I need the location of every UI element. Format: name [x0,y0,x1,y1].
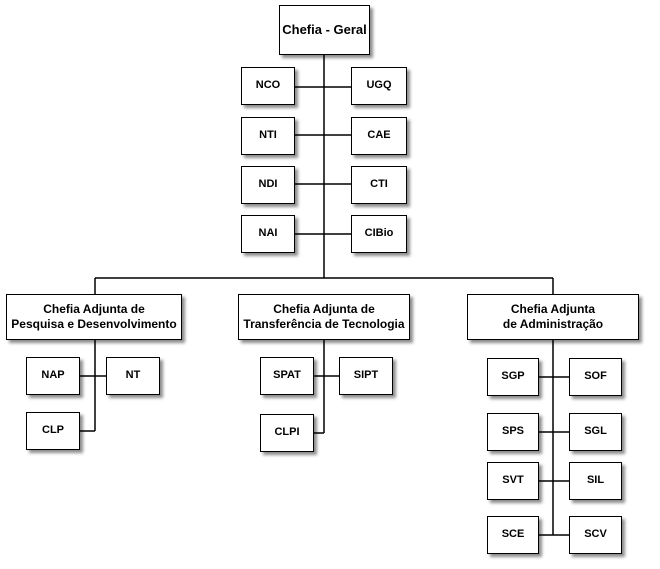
staff-label: NDI [258,178,278,191]
staff-box: NDI [241,166,295,204]
unit-box: NAP [26,357,80,395]
staff-box: NAI [241,215,295,253]
unit-box: SPAT [260,357,314,395]
division-line1: Chefia Adjunta [510,302,596,316]
unit-label: NT [125,369,141,382]
unit-box: SOF [569,358,622,396]
unit-label: SOF [584,370,607,383]
unit-label: NAP [41,369,65,382]
staff-label: NTI [259,129,277,142]
unit-box: SVT [487,462,539,500]
staff-box: CAE [351,117,407,155]
division-line1: Chefia Adjunta de [273,302,375,316]
unit-label: CLP [42,424,64,437]
staff-box: NTI [241,117,295,155]
division-box: Chefia Adjunta de Transferência de Tecno… [238,294,410,340]
head-box: Chefia - Geral [279,5,370,55]
staff-label: CAE [367,129,391,142]
division-box: Chefia Adjunta de Pesquisa e Desenvolvim… [6,294,182,340]
staff-box: NCO [241,67,295,105]
unit-box: CLPI [260,414,314,452]
unit-box: SGP [487,358,539,396]
unit-label: SCV [584,528,607,541]
unit-label: SPS [501,425,524,438]
staff-box: UGQ [351,67,407,105]
unit-label: SIL [586,474,605,487]
division-line1: Chefia Adjunta de [43,302,145,316]
unit-label: SGP [501,370,525,383]
division-line2: de Administração [502,317,604,331]
unit-box: SGL [569,413,622,451]
unit-label: SGL [584,425,607,438]
unit-box: SIL [569,462,622,500]
unit-box: NT [106,357,160,395]
unit-box: SCV [569,516,622,554]
staff-box: CIBio [351,215,407,253]
unit-label: CLPI [274,426,300,439]
staff-label: UGQ [366,79,392,92]
unit-label: SVT [502,474,524,487]
unit-box: SIPT [339,357,393,395]
unit-label: SPAT [273,369,301,382]
head-label: Chefia - Geral [282,21,367,37]
staff-label: NAI [258,227,278,240]
staff-label: CIBio [364,227,394,240]
staff-label: NCO [255,79,281,92]
unit-box: SCE [487,516,539,554]
division-line2: Pesquisa e Desenvolvimento [11,317,177,331]
division-line2: Transferência de Tecnologia [243,317,405,331]
unit-box: CLP [26,412,80,450]
staff-box: CTI [351,166,407,204]
division-box: Chefia Adjunta de Administração [467,294,639,340]
unit-label: SIPT [353,369,379,382]
unit-label: SCE [501,528,525,541]
unit-box: SPS [487,413,539,451]
staff-label: CTI [370,178,388,191]
